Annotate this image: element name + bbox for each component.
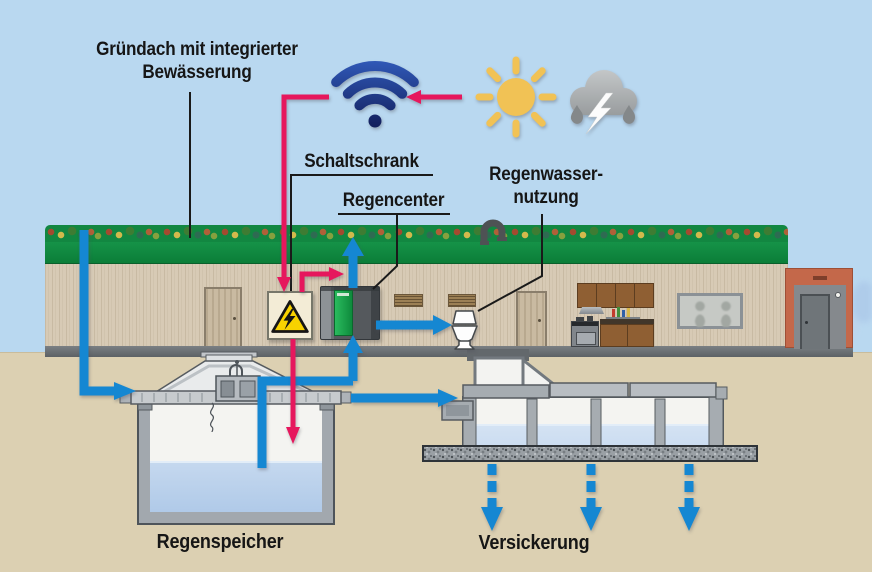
person-silhouette	[692, 301, 708, 327]
building-foundation	[45, 346, 853, 357]
cooking-pot	[587, 316, 593, 321]
person-silhouette	[718, 301, 734, 327]
oven-door	[576, 332, 596, 345]
lightning-bolt-icon	[585, 92, 614, 135]
label-rain-storage: Regenspeicher	[156, 531, 284, 553]
wall-vent-grille	[448, 294, 476, 307]
kitchen-upper-cabinets	[577, 283, 654, 308]
stove	[571, 321, 599, 347]
green-roof-substrate	[45, 239, 788, 264]
background-trees	[0, 0, 58, 126]
label-rainwater-use: Regenwasser- nutzung	[479, 163, 614, 209]
rain-center-panel	[334, 290, 353, 336]
door-handle	[538, 319, 541, 322]
weather-signal-arrow	[406, 90, 421, 104]
label-rainwater-use-line2: nutzung	[513, 187, 579, 208]
kitchen-lower-cabinets	[600, 324, 654, 347]
cooktop	[572, 322, 598, 326]
rain-drop-icon	[622, 105, 635, 124]
annex-sign	[813, 276, 827, 280]
rain-center-box	[320, 286, 380, 340]
door-handle	[233, 317, 236, 320]
label-infiltration: Versickerung	[478, 532, 590, 554]
annex-door	[800, 294, 830, 349]
interior-door-right	[516, 291, 547, 346]
rain-drop-icon	[570, 105, 583, 124]
lightning-bolt-icon	[283, 308, 296, 330]
annex-entrance-recess	[794, 285, 846, 349]
range-hood	[579, 307, 604, 314]
storm-cloud-icon	[570, 70, 637, 135]
sun-icon	[475, 56, 557, 138]
cooking-pot	[576, 317, 584, 321]
rain-center-display	[337, 293, 349, 296]
wall-vent-grille	[394, 294, 423, 307]
kitchen-bottle	[622, 310, 625, 317]
kitchen-bottle	[627, 308, 630, 317]
ground-area	[0, 352, 872, 572]
control-cabinet-box	[267, 291, 313, 340]
kitchen-bottle	[617, 307, 620, 317]
label-green-roof-line1: Gründach mit integrierter	[96, 39, 298, 60]
label-green-roof: Gründach mit integrierter Bewässerung	[71, 38, 323, 84]
interior-door-left	[204, 287, 242, 346]
annex-building	[785, 268, 853, 349]
label-green-roof-line2: Bewässerung	[142, 62, 252, 83]
kitchen-bottle	[612, 309, 615, 317]
label-rain-center: Regencenter	[342, 190, 445, 211]
lamp-icon	[835, 292, 841, 298]
label-rainwater-use-line1: Regenwasser-	[489, 164, 603, 185]
door-handle	[805, 321, 808, 324]
roof-vegetation	[45, 225, 788, 242]
kitchen-countertop	[600, 319, 654, 324]
kitchen-utensil-rail	[606, 317, 640, 319]
wifi-icon	[331, 60, 419, 128]
label-control-cabinet: Schaltschrank	[304, 151, 419, 172]
warning-triangle-icon	[271, 299, 309, 333]
kitchen-window	[677, 293, 743, 329]
